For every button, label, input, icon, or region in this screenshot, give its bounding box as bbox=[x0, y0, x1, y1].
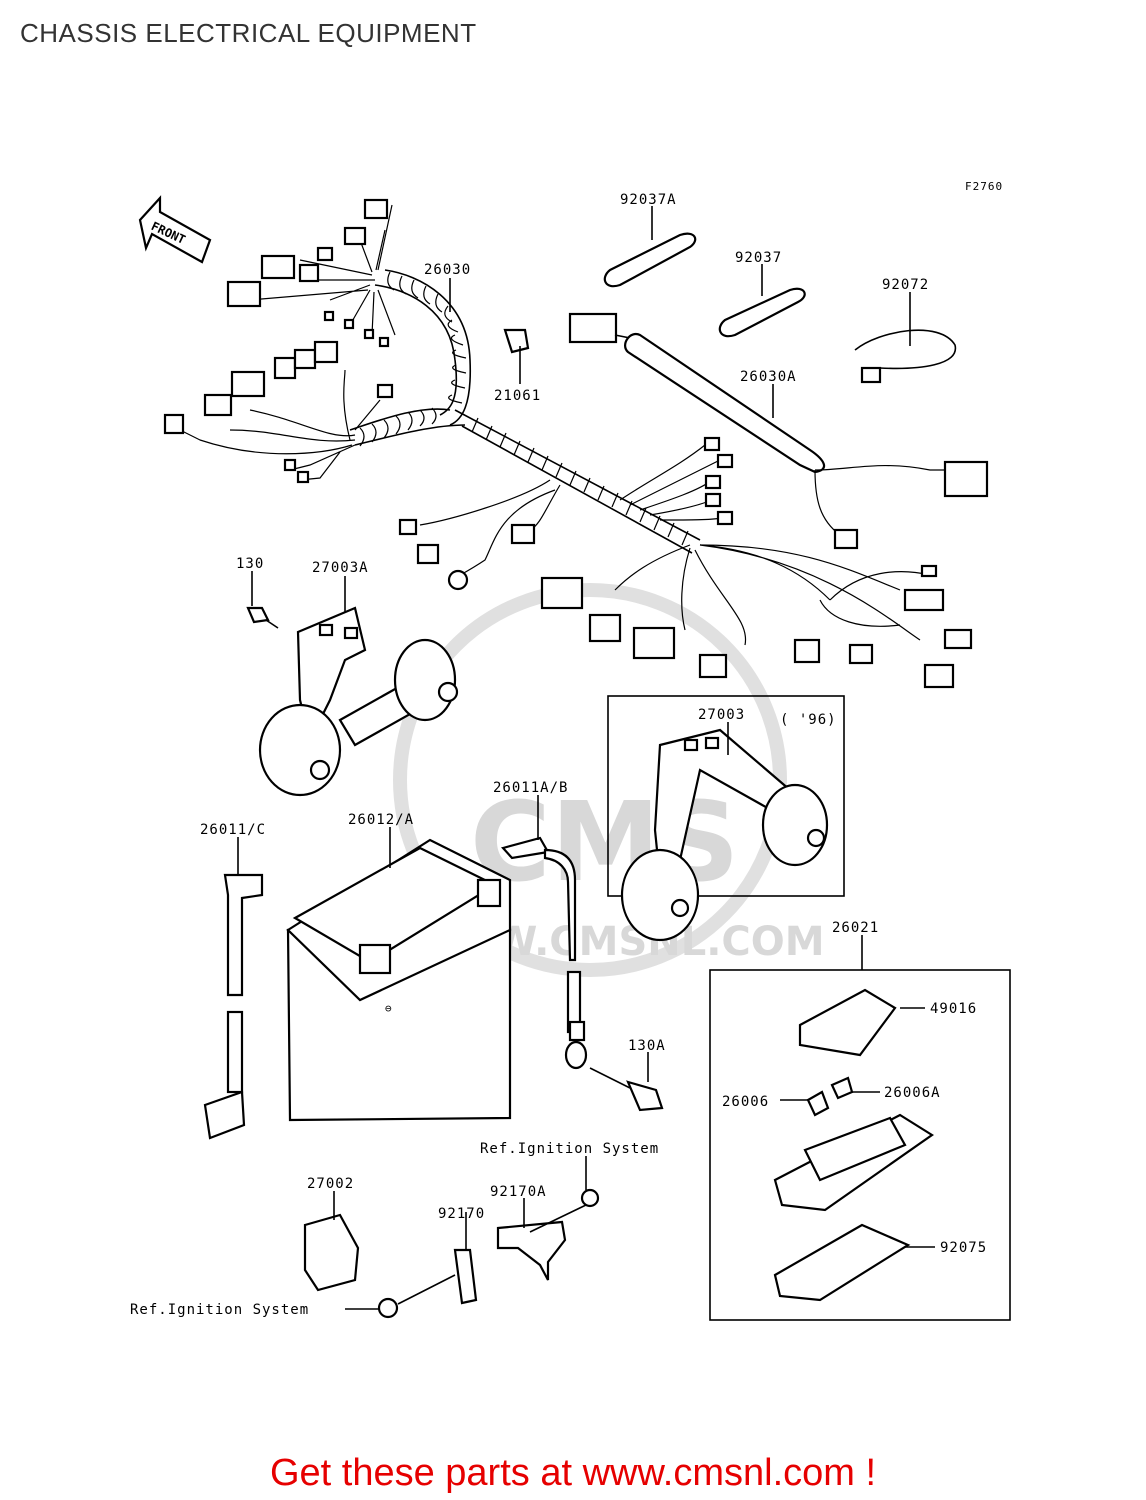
fuse-box-frame-26021 bbox=[709, 969, 1011, 1321]
fuse-box-cover-92075[interactable] bbox=[773, 1223, 911, 1302]
cable-26011C[interactable] bbox=[203, 873, 264, 1140]
fuse-box-26021[interactable] bbox=[773, 1113, 934, 1212]
label-26006A: 26006A bbox=[884, 1085, 941, 1101]
label-26012A: 26012/A bbox=[348, 812, 414, 828]
clamp-92037[interactable] bbox=[718, 287, 806, 338]
horn-assembly-27003[interactable] bbox=[620, 728, 829, 942]
bracket-92170A[interactable] bbox=[496, 1220, 567, 1281]
label-92072: 92072 bbox=[882, 277, 929, 293]
nut-ref-ignition-bottom[interactable] bbox=[377, 1297, 399, 1319]
band-92072[interactable] bbox=[854, 329, 957, 384]
label-49016: 49016 bbox=[930, 1001, 977, 1017]
leader-lines bbox=[237, 206, 935, 1310]
label-variant-96: ( '96) bbox=[780, 712, 837, 728]
page-title: CHASSIS ELECTRICAL EQUIPMENT bbox=[20, 18, 477, 48]
label-27003A: 27003A bbox=[312, 560, 369, 576]
label-92037: 92037 bbox=[735, 250, 782, 266]
label-92170: 92170 bbox=[438, 1206, 485, 1222]
label-130: 130 bbox=[236, 556, 264, 572]
figure-code: F2760 bbox=[965, 180, 1003, 193]
cable-26011AB[interactable] bbox=[500, 836, 588, 1070]
label-27003: 27003 bbox=[698, 707, 745, 723]
sub-harness-26030A[interactable] bbox=[568, 312, 989, 550]
part-21061[interactable] bbox=[503, 328, 530, 354]
battery-26012A[interactable]: ⊖ bbox=[286, 838, 512, 1122]
label-ref-ignition-bottom: Ref.Ignition System bbox=[130, 1302, 309, 1318]
label-26011C: 26011/C bbox=[200, 822, 266, 838]
label-92170A: 92170A bbox=[490, 1184, 547, 1200]
main-harness-26030[interactable] bbox=[163, 198, 973, 689]
variant-box-96 bbox=[607, 695, 845, 897]
label-26011AB: 26011A/B bbox=[493, 780, 568, 796]
clamp-92037A[interactable] bbox=[603, 232, 697, 288]
bolt-130A[interactable] bbox=[589, 1067, 664, 1112]
front-arrow-icon: FRONT bbox=[138, 195, 212, 264]
svg-text:⊖: ⊖ bbox=[385, 1002, 393, 1015]
label-92075: 92075 bbox=[940, 1240, 987, 1256]
label-92037A: 92037A bbox=[620, 192, 677, 208]
label-130A: 130A bbox=[628, 1038, 666, 1054]
label-26006: 26006 bbox=[722, 1094, 769, 1110]
nut-ref-ignition-top[interactable] bbox=[580, 1188, 600, 1208]
relay-27002[interactable] bbox=[303, 1213, 360, 1292]
label-ref-ignition-top: Ref.Ignition System bbox=[480, 1141, 659, 1157]
bolt-130[interactable] bbox=[246, 606, 279, 629]
label-21061: 21061 bbox=[494, 388, 541, 404]
fuse-cover-49016[interactable] bbox=[798, 988, 897, 1057]
bracket-92170[interactable] bbox=[453, 1248, 478, 1305]
horn-assembly-27003A[interactable] bbox=[258, 606, 459, 797]
label-26030A: 26030A bbox=[740, 369, 797, 385]
label-26030: 26030 bbox=[424, 262, 471, 278]
fuse-26006A[interactable] bbox=[830, 1076, 854, 1100]
label-26021: 26021 bbox=[832, 920, 879, 936]
label-27002: 27002 bbox=[307, 1176, 354, 1192]
fuse-26006[interactable] bbox=[806, 1090, 830, 1117]
footer-cta-link[interactable]: Get these parts at www.cmsnl.com ! bbox=[269, 1452, 877, 1494]
parts-diagram: CMS WWW.CMSNL.COM F2760 FRONT bbox=[130, 180, 1011, 1321]
